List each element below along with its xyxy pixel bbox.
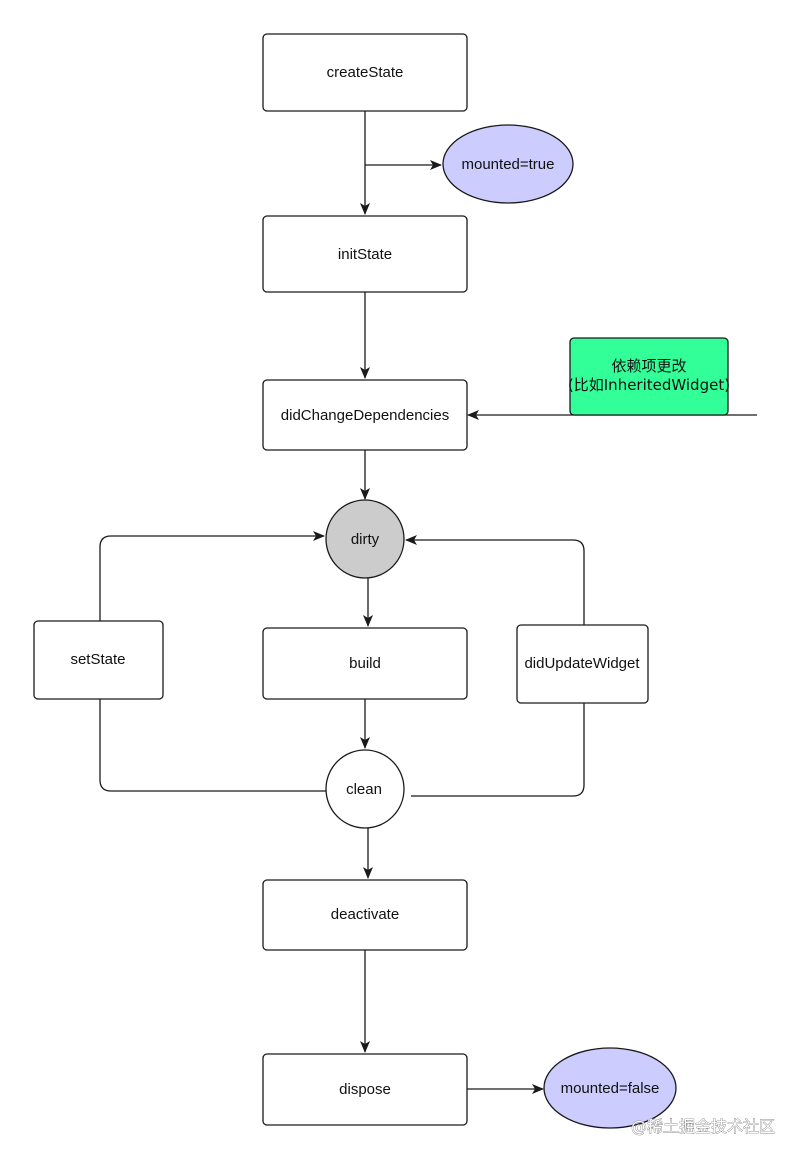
createstate-label: createState bbox=[327, 64, 404, 81]
node-setstate: setState bbox=[33, 620, 164, 700]
didupdatewidget-box bbox=[516, 624, 649, 704]
node-deactivate: deactivate bbox=[262, 879, 468, 951]
mounted-false-label: mounted=false bbox=[561, 1080, 660, 1097]
build-box bbox=[262, 627, 468, 700]
node-createstate: createState bbox=[262, 33, 468, 112]
mounted-true-label: mounted=true bbox=[462, 156, 555, 173]
build-label: build bbox=[349, 655, 381, 672]
node-mounted-true: mounted=true bbox=[442, 124, 574, 204]
mounted-true-ellipse bbox=[442, 124, 574, 204]
node-didchangedependencies: didChangeDependencies bbox=[262, 379, 468, 451]
dependency-change-label-line1: 依赖项更改 bbox=[611, 357, 686, 375]
node-dependency-change: 依赖项更改 (比如InheritedWidget) bbox=[568, 337, 730, 416]
dispose-box bbox=[262, 1053, 468, 1126]
clean-circle bbox=[325, 749, 405, 829]
didupdatewidget-label: didUpdateWidget bbox=[524, 655, 640, 672]
node-build: build bbox=[262, 627, 468, 700]
mounted-false-ellipse bbox=[543, 1047, 677, 1129]
createstate-box bbox=[262, 33, 468, 112]
initstate-label: initState bbox=[338, 246, 392, 263]
node-dispose: dispose bbox=[262, 1053, 468, 1126]
dependency-change-label-line2: (比如InheritedWidget) bbox=[568, 376, 730, 394]
clean-label: clean bbox=[346, 781, 382, 798]
deactivate-label: deactivate bbox=[331, 906, 399, 923]
watermark-text: @稀土掘金技术社区 bbox=[631, 1117, 775, 1136]
dirty-circle bbox=[325, 499, 405, 579]
initstate-box bbox=[262, 215, 468, 293]
didchangedependencies-label: didChangeDependencies bbox=[281, 407, 449, 424]
dirty-label: dirty bbox=[351, 531, 380, 548]
didchangedependencies-box bbox=[262, 379, 468, 451]
dependency-change-box bbox=[569, 337, 729, 416]
node-initstate: initState bbox=[262, 215, 468, 293]
node-clean: clean bbox=[325, 749, 405, 829]
setstate-box bbox=[33, 620, 164, 700]
dispose-label: dispose bbox=[339, 1081, 391, 1098]
deactivate-box bbox=[262, 879, 468, 951]
setstate-label: setState bbox=[70, 651, 125, 668]
node-didupdatewidget: didUpdateWidget bbox=[516, 624, 649, 704]
node-mounted-false: mounted=false bbox=[543, 1047, 677, 1129]
node-dirty: dirty bbox=[325, 499, 405, 579]
